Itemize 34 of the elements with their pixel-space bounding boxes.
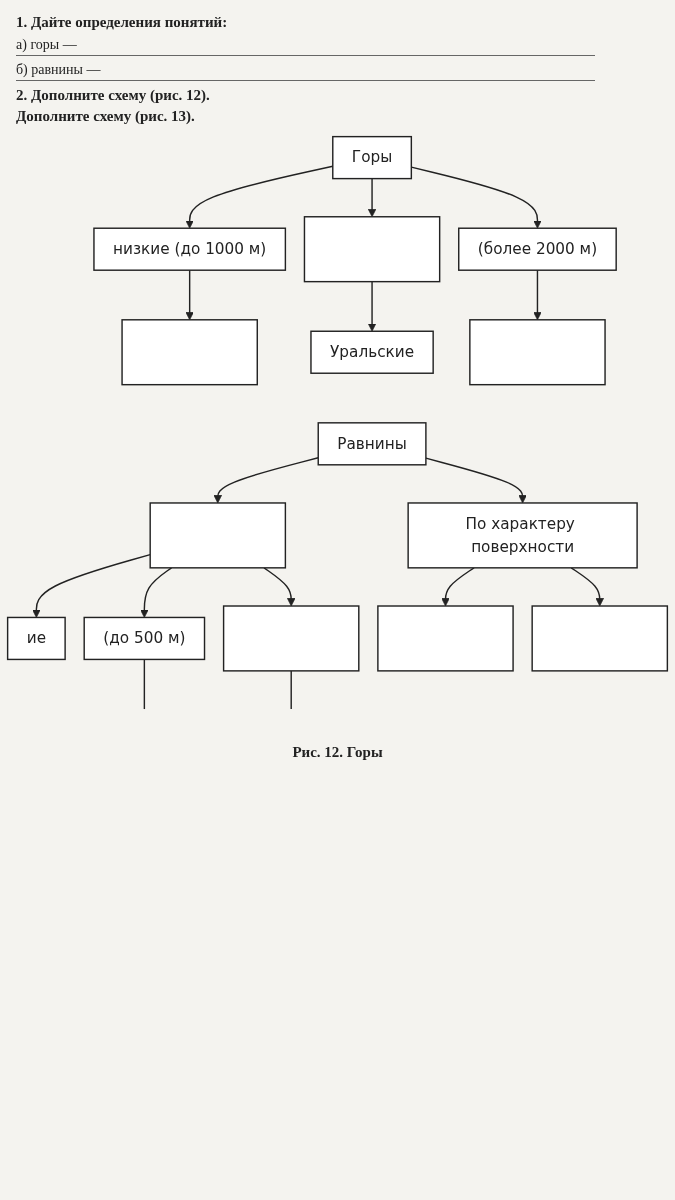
arrow (425, 457, 527, 504)
arrow (213, 457, 319, 504)
node-box (303, 216, 441, 283)
arrow (185, 269, 194, 321)
arrow (263, 567, 296, 607)
node-box: Уральские (310, 330, 434, 374)
node-box: Горы (332, 135, 413, 180)
task-heading: 1. Дайте определения понятий: (16, 14, 229, 31)
connector (290, 670, 292, 710)
task-heading: Дополните схему (рис. 13). (16, 108, 196, 125)
node-box (121, 319, 258, 386)
node-box: (более 2000 м) (458, 227, 617, 271)
definition-line: а) горы — (16, 37, 595, 56)
arrow (570, 567, 604, 607)
node-box (377, 605, 514, 672)
node-box: По характеру поверхности (407, 502, 638, 569)
node-box: (до 500 м) (83, 616, 206, 661)
node-box (149, 502, 287, 569)
arrow (140, 567, 173, 618)
arrow (367, 177, 377, 218)
node-box (469, 319, 606, 386)
node-box: низкие (до 1000 м) (93, 227, 287, 271)
node-box: ие (6, 616, 66, 661)
node-box (222, 605, 360, 672)
node-box: Равнины (317, 422, 427, 466)
arrow (441, 567, 475, 607)
definition-line: б) равнины — (16, 62, 595, 81)
connector (143, 658, 146, 710)
arrow (367, 280, 377, 332)
arrow (32, 553, 151, 618)
figure-caption: Рис. 12. Горы (291, 743, 384, 761)
task-heading: 2. Дополните схему (рис. 12). (16, 87, 211, 104)
arrow (533, 269, 542, 321)
node-box (531, 605, 669, 672)
